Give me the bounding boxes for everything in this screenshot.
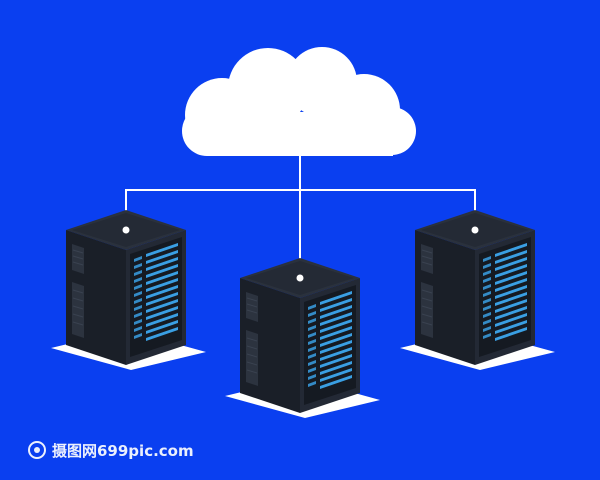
watermark: 摄图网699pic.com bbox=[28, 438, 194, 462]
watermark-logo-icon bbox=[28, 441, 46, 459]
server-right-icon bbox=[399, 209, 556, 371]
server-left-icon bbox=[50, 209, 207, 371]
watermark-text: 摄图网699pic.com bbox=[52, 441, 194, 460]
cloud-icon bbox=[182, 47, 416, 156]
server-center-icon bbox=[224, 257, 381, 419]
